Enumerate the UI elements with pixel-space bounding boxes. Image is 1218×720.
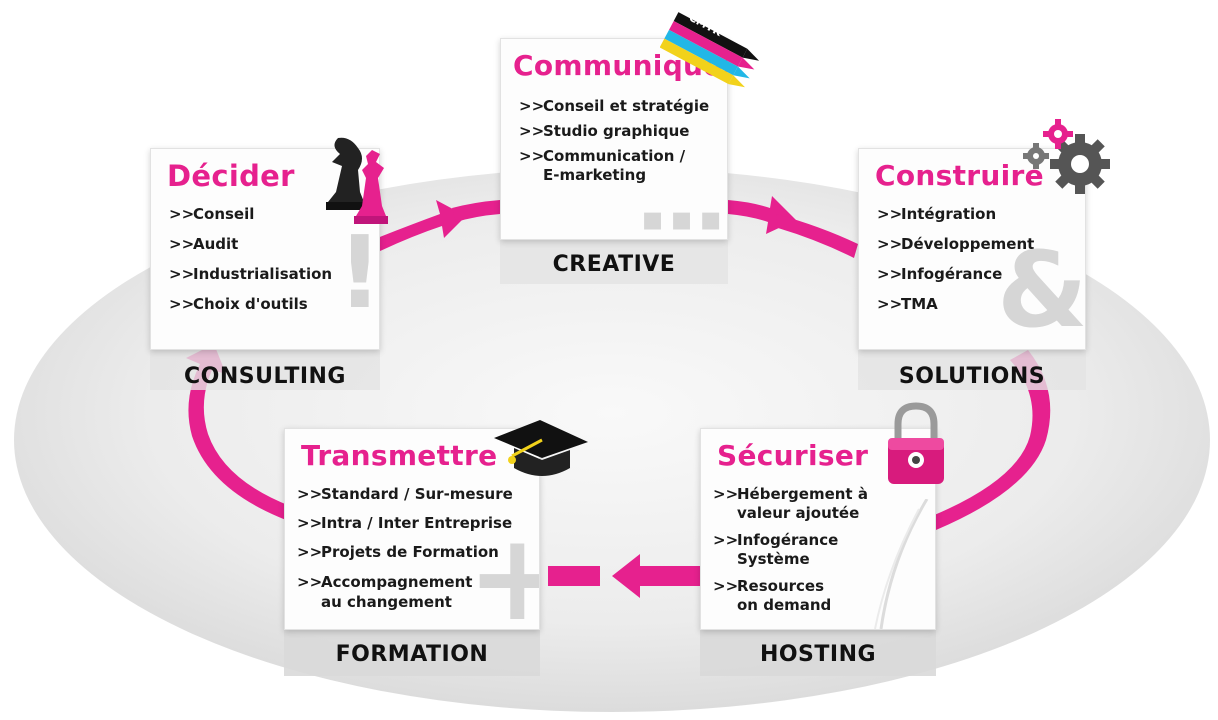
paper-curl-decoration bbox=[874, 499, 929, 629]
list-item: >>Projets de Formation bbox=[297, 543, 499, 561]
list-item: >>Conseil bbox=[169, 205, 255, 223]
card-construire: Construire >>Intégration >>Développement… bbox=[858, 148, 1086, 350]
plate-consulting bbox=[150, 350, 380, 390]
padlock-icon bbox=[888, 402, 944, 484]
arrow-strip-top-left bbox=[452, 200, 500, 222]
card-title: Construire bbox=[875, 159, 1044, 192]
list-item: >>Accompagnement au changement bbox=[297, 573, 473, 611]
label-creative: CREATIVE bbox=[552, 252, 676, 277]
ampersand-symbol: & bbox=[997, 229, 1086, 350]
list-item: >>Choix d'outils bbox=[169, 295, 308, 313]
graduation-cap-icon bbox=[494, 420, 588, 476]
ellipsis-symbol: ▪▪▪ bbox=[641, 199, 728, 239]
label-solutions: SOLUTIONS bbox=[898, 364, 1046, 389]
crayons-icon: CMYK bbox=[660, 12, 760, 88]
card-transmettre: Transmettre >>Standard / Sur-mesure >>In… bbox=[284, 428, 540, 630]
list-item: >>Industrialisation bbox=[169, 265, 333, 283]
list-item: >>Intra / Inter Entreprise bbox=[297, 514, 513, 532]
list-item: >>Standard / Sur-mesure bbox=[297, 485, 513, 503]
card-title: Transmettre bbox=[301, 439, 498, 472]
plus-symbol: + bbox=[467, 519, 539, 630]
exclamation-symbol: ! bbox=[337, 214, 380, 331]
chess-pieces-icon bbox=[326, 137, 388, 224]
item-list: >>Hébergement à valeur ajoutée >>Infogér… bbox=[713, 485, 868, 621]
list-item: >>Resources on demand bbox=[713, 577, 832, 614]
cycle-arrows bbox=[186, 196, 1051, 598]
item-list: >>Intégration >>Développement >>Infogéra… bbox=[877, 205, 1034, 325]
label-hosting: HOSTING bbox=[759, 642, 877, 667]
list-item: >>Hébergement à valeur ajoutée bbox=[713, 485, 868, 522]
item-list: >>Standard / Sur-mesure >>Intra / Inter … bbox=[297, 485, 513, 618]
list-item: >>Intégration bbox=[877, 205, 997, 223]
plate-solutions bbox=[858, 350, 1086, 390]
card-title: Sécuriser bbox=[717, 439, 869, 472]
gears-icon bbox=[1023, 119, 1110, 194]
list-item: >>Studio graphique bbox=[519, 122, 690, 140]
list-item: >>Conseil et stratégie bbox=[519, 97, 710, 115]
list-item: >>Infogérance Système bbox=[713, 531, 839, 568]
card-communiquer: Communiquer >>Conseil et stratégie >>Stu… bbox=[500, 38, 728, 240]
list-item: >>Audit bbox=[169, 235, 239, 253]
list-item: >>Communication / E-marketing bbox=[519, 147, 686, 184]
label-formation: FORMATION bbox=[335, 642, 489, 667]
label-consulting: CONSULTING bbox=[183, 364, 346, 389]
list-item: >>Infogérance bbox=[877, 265, 1003, 283]
arrow-strip-top-right bbox=[776, 214, 858, 258]
arrow-hosting-to-formation bbox=[612, 554, 700, 598]
item-list: >>Conseil et stratégie >>Studio graphiqu… bbox=[519, 97, 709, 191]
card-securiser: Sécuriser >>Hébergement à valeur ajoutée… bbox=[700, 428, 936, 630]
arrow-strip-bottom bbox=[548, 566, 600, 586]
item-list: >>Conseil >>Audit >>Industrialisation >>… bbox=[169, 205, 332, 325]
list-item: >>Développement bbox=[877, 235, 1035, 253]
list-item: >>TMA bbox=[877, 295, 938, 313]
plate-formation bbox=[284, 630, 540, 676]
plate-creative bbox=[500, 238, 728, 284]
card-title: Décider bbox=[167, 159, 295, 193]
arrow-consulting-to-creative bbox=[372, 200, 466, 252]
plate-hosting bbox=[700, 630, 936, 676]
